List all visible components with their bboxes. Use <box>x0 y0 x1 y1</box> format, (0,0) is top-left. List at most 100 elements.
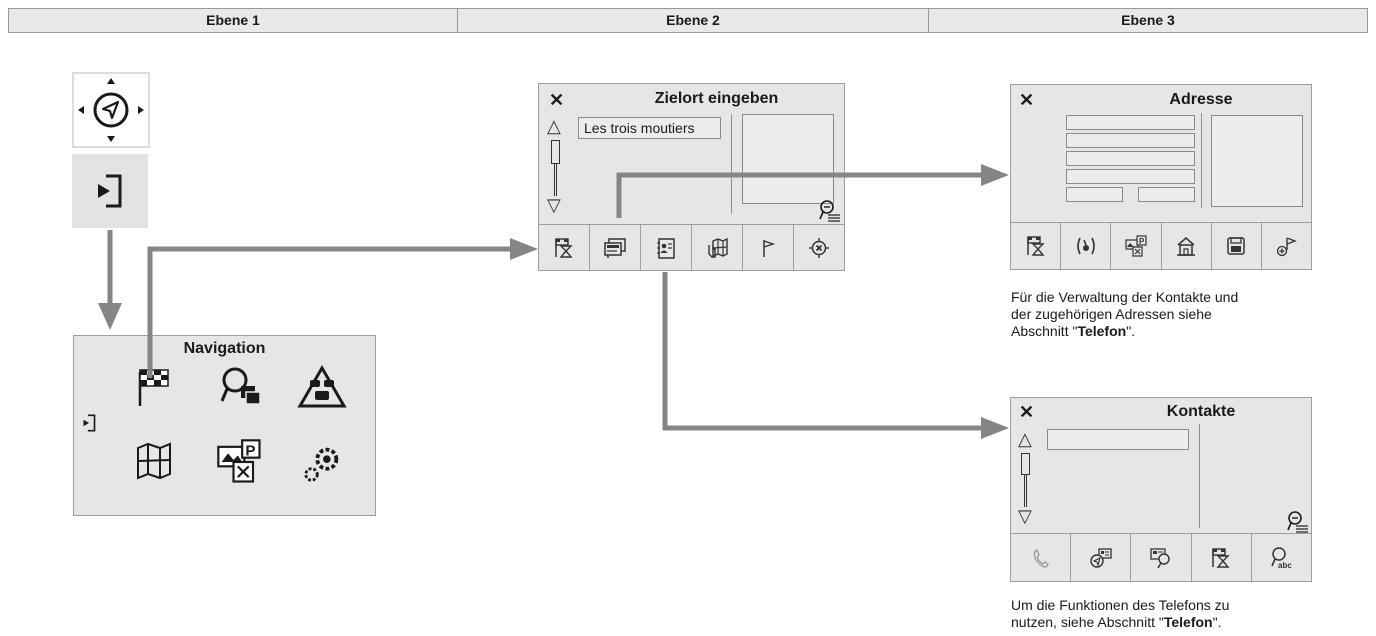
address-toolbar: P <box>1011 222 1311 269</box>
navigation-title: Navigation <box>183 340 266 357</box>
svg-text:P: P <box>1139 237 1145 246</box>
scroll-up-icon[interactable]: △ <box>1018 429 1032 449</box>
search-abc-button[interactable]: abc <box>1252 534 1311 581</box>
address-field-2[interactable] <box>1066 133 1195 148</box>
address-field-5[interactable] <box>1066 187 1123 202</box>
search-contact-icon <box>1150 547 1170 568</box>
divider <box>731 114 732 214</box>
destination-flag-icon <box>1212 547 1230 568</box>
address-field-3[interactable] <box>1066 151 1195 166</box>
address-note-line-2: der zugehörigen Adressen siehe <box>1011 306 1212 322</box>
header-level-3: Ebene 3 <box>928 8 1368 33</box>
telefon-link[interactable]: Telefon <box>1163 614 1213 630</box>
svg-text:P: P <box>245 443 255 460</box>
map-touch-icon <box>708 237 728 258</box>
address-note-line-1: Für die Verwaltung der Kontakte und <box>1011 289 1239 305</box>
close-icon[interactable]: ✕ <box>1019 90 1035 110</box>
address-note-prefix: Abschnitt " <box>1011 323 1078 339</box>
scroll-down-icon[interactable]: ▽ <box>547 195 561 215</box>
contacts-note: Um die Funktionen des Telefons zu nutzen… <box>1011 597 1229 631</box>
navigation-menu: Navigation P <box>73 335 376 516</box>
route-button[interactable] <box>1061 223 1112 269</box>
contacts-toolbar: abc <box>1011 533 1311 581</box>
destination-flag-button[interactable] <box>1011 223 1062 269</box>
contacts-input[interactable] <box>1047 429 1189 450</box>
add-flag-button[interactable] <box>1262 223 1311 269</box>
address-note: Für die Verwaltung der Kontakte und der … <box>1011 289 1238 340</box>
home-button[interactable] <box>1162 223 1212 269</box>
save-icon <box>1227 237 1246 255</box>
save-button[interactable] <box>1212 223 1262 269</box>
address-note-suffix: ". <box>1126 323 1136 339</box>
phone-button[interactable] <box>1011 534 1072 581</box>
divider <box>1199 424 1200 528</box>
poi-parking-button[interactable]: P <box>1111 223 1162 269</box>
poi-parking-icon[interactable]: P <box>214 436 266 488</box>
address-card-button[interactable] <box>590 225 641 270</box>
flag-icon <box>763 239 776 257</box>
contacts-button[interactable] <box>641 225 692 270</box>
address-field-4[interactable] <box>1066 169 1195 184</box>
contacts-note-line-2: nutzen, siehe Abschnitt "Telefon". <box>1011 614 1229 631</box>
destination-input[interactable]: Les trois moutiers <box>578 117 721 139</box>
abc-label: abc <box>1278 561 1292 570</box>
route-icon <box>1076 237 1095 255</box>
scrollbar[interactable] <box>1021 453 1030 475</box>
list-search-icon[interactable] <box>818 199 842 223</box>
list-search-icon[interactable] <box>1286 510 1310 534</box>
scroll-up-icon[interactable]: △ <box>547 116 561 136</box>
search-poi-icon[interactable] <box>219 364 263 408</box>
contacts-panel: ✕ Kontakte △ ▽ abc <box>1010 397 1312 582</box>
enter-icon <box>98 174 122 208</box>
search-contact-button[interactable] <box>1131 534 1192 581</box>
small-enter-icon[interactable] <box>78 412 100 434</box>
navigate-contact-button[interactable] <box>1071 534 1132 581</box>
arrowhead-down <box>98 303 122 330</box>
address-field-6[interactable] <box>1138 187 1195 202</box>
gps-target-button[interactable] <box>794 225 844 270</box>
traffic-icon[interactable] <box>296 364 348 408</box>
gps-target-icon <box>809 237 829 258</box>
address-card-icon <box>604 237 626 258</box>
search-abc-icon: abc <box>1271 546 1293 570</box>
arrowhead-right-3 <box>981 417 1009 439</box>
add-flag-icon <box>1277 237 1298 257</box>
address-title: Adresse <box>1169 91 1233 108</box>
flag-button[interactable] <box>743 225 794 270</box>
destination-flag-button[interactable] <box>1192 534 1252 581</box>
scrollbar[interactable] <box>551 140 560 164</box>
divider <box>1201 113 1202 208</box>
home-icon <box>1177 237 1196 256</box>
map-preview <box>742 114 834 204</box>
arrowhead-right-2 <box>981 164 1009 186</box>
enter-button[interactable] <box>72 154 148 228</box>
telefon-link[interactable]: Telefon <box>1077 323 1127 339</box>
contacts-title: Kontakte <box>1166 403 1236 420</box>
destination-input-value: Les trois moutiers <box>584 120 695 136</box>
address-field-1[interactable] <box>1066 115 1195 130</box>
nav-arrow-button[interactable] <box>72 72 150 148</box>
checkered-flag-icon[interactable] <box>134 364 174 408</box>
scroll-track <box>554 164 557 196</box>
contacts-note-line-1: Um die Funktionen des Telefons zu <box>1011 597 1230 613</box>
address-note-line-3: Abschnitt "Telefon". <box>1011 323 1238 340</box>
contacts-note-prefix: nutzen, siehe Abschnitt " <box>1011 614 1164 630</box>
header-level-1: Ebene 1 <box>8 8 458 33</box>
close-icon[interactable]: ✕ <box>549 90 565 110</box>
contacts-icon <box>657 237 675 259</box>
poi-parking-icon: P <box>1125 235 1147 257</box>
map-touch-button[interactable] <box>692 225 743 270</box>
arrowhead-right-1 <box>510 238 538 260</box>
map-icon[interactable] <box>134 440 174 480</box>
destination-flag-icon <box>1026 236 1045 256</box>
destination-title: Zielort eingeben <box>654 90 779 107</box>
header-level-2: Ebene 2 <box>457 8 929 33</box>
contacts-note-suffix: ". <box>1212 614 1222 630</box>
destination-flag-button[interactable] <box>539 225 590 270</box>
destination-input-panel: ✕ Zielort eingeben △ ▽ Les trois moutier… <box>538 83 845 271</box>
destination-flag-icon <box>555 237 573 258</box>
close-icon[interactable]: ✕ <box>1019 402 1035 422</box>
scroll-down-icon[interactable]: ▽ <box>1018 506 1032 526</box>
settings-icon[interactable] <box>302 442 344 484</box>
navigate-contact-icon <box>1090 547 1112 568</box>
